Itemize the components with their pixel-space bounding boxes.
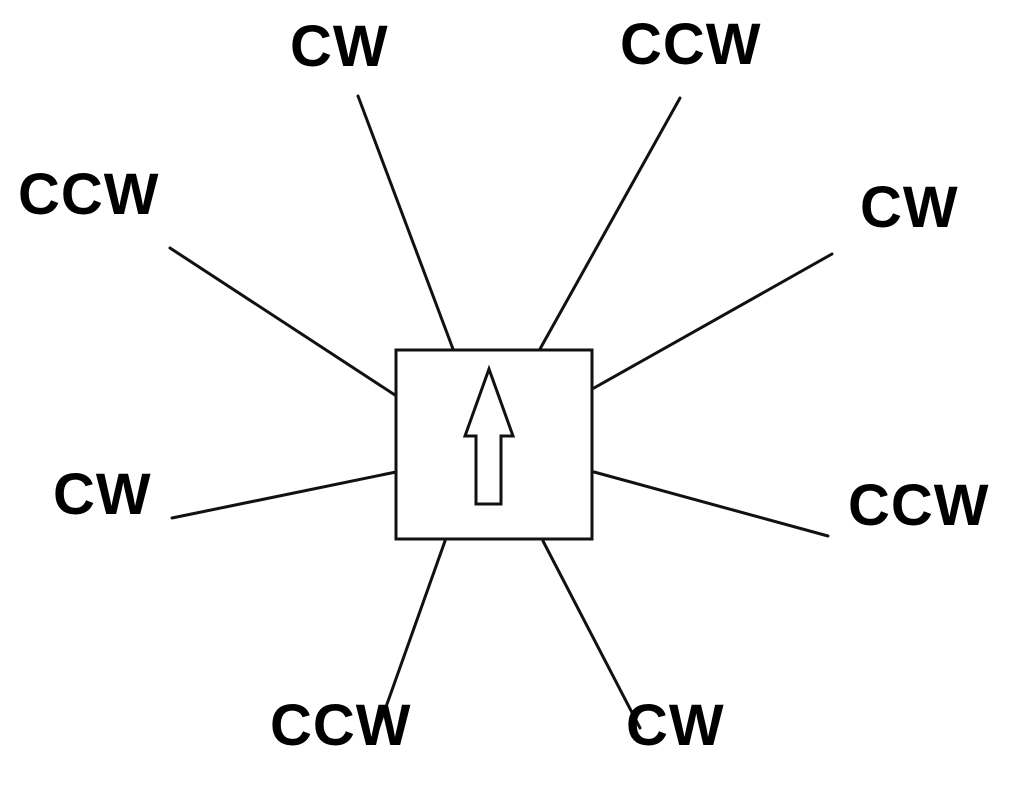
ray-left-upper [168, 246, 400, 399]
label-left-upper: CCW [18, 162, 160, 227]
label-top-right: CCW [620, 12, 762, 77]
ray-right-lower [592, 470, 830, 538]
ray-bottom-right [541, 539, 642, 730]
label-top-left: CW [290, 14, 389, 79]
ray-top-left [356, 94, 455, 351]
up-arrow-icon [462, 364, 516, 506]
label-right-lower: CCW [848, 473, 990, 538]
label-right-upper: CW [860, 175, 959, 240]
label-bottom-right: CW [626, 693, 725, 758]
label-left-lower: CW [53, 462, 152, 527]
ray-left-lower [170, 470, 398, 520]
ray-right-upper [592, 252, 834, 390]
ray-top-right [538, 96, 682, 351]
label-bottom-left: CCW [270, 693, 412, 758]
ray-bottom-left [374, 539, 447, 737]
